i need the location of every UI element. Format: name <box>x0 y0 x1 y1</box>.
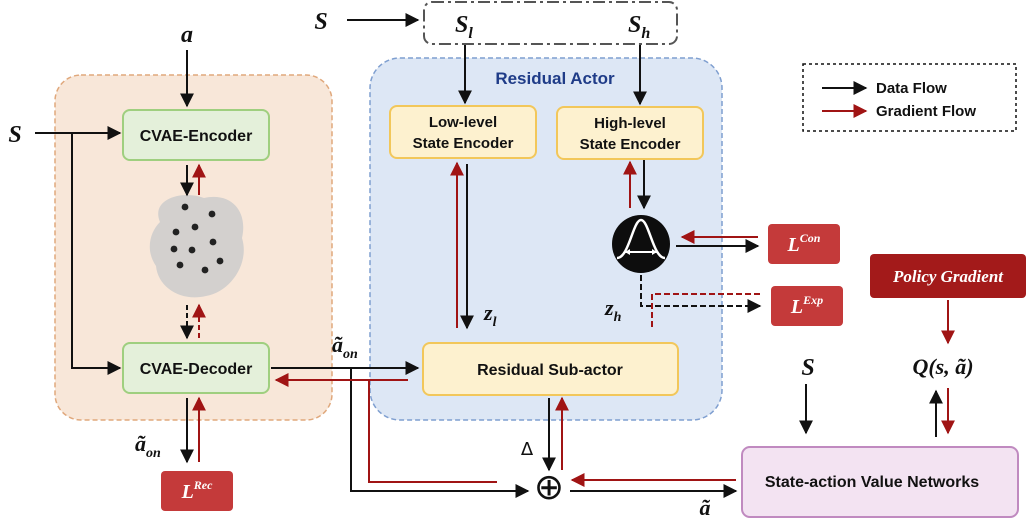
high-level-encoder-label-line1: High-level <box>594 115 666 132</box>
value-networks-label: State-action Value Networks <box>765 474 979 491</box>
a-tilde-on-top-label: ãon <box>332 332 358 362</box>
gradient-flow-arrows <box>192 160 955 487</box>
gaussian-distribution-icon <box>612 215 670 273</box>
q-value-label: Q(s, ã) <box>912 354 973 379</box>
z-low-label: zl <box>483 300 497 330</box>
a-tilde-on-bottom-label: ãon <box>135 431 161 461</box>
cvae-decoder-box <box>122 342 270 394</box>
loss-con-label: LCon <box>787 231 821 256</box>
legend-data-flow-label: Data Flow <box>876 80 947 97</box>
z-high-label: zh <box>604 295 622 325</box>
loss-rec-label: LRec <box>181 478 214 503</box>
state-low-label: Sl <box>455 12 473 42</box>
value-networks-box <box>741 446 1019 518</box>
sum-operator-icon: ⊕ <box>534 467 564 508</box>
loss-rec-box <box>161 471 233 511</box>
low-level-encoder-label-line2: State Encoder <box>413 135 514 152</box>
cvae-encoder-label: CVAE-Encoder <box>140 128 253 145</box>
high-level-encoder-box <box>556 106 704 160</box>
cvae-encoder-box <box>122 109 270 161</box>
policy-gradient-label: Policy Gradient <box>892 267 1004 286</box>
a-tilde-final-label: ã <box>700 495 711 520</box>
input-s-left-label: S <box>8 122 21 148</box>
legend-gradient-flow-label: Gradient Flow <box>876 103 976 120</box>
state-high-label: Sh <box>628 12 650 42</box>
policy-gradient-box <box>870 254 1026 298</box>
cvae-decoder-label: CVAE-Decoder <box>140 361 253 378</box>
input-a-label: a <box>181 22 193 48</box>
input-s-right-label: S <box>801 355 814 381</box>
loss-exp-label: LExp <box>790 293 823 318</box>
state-split-box <box>423 1 678 45</box>
input-s-top-label: S <box>314 9 327 35</box>
loss-exp-box <box>771 286 843 326</box>
loss-con-box <box>768 224 840 264</box>
residual-sub-actor-box <box>422 342 679 396</box>
residual-actor-title: Residual Actor <box>495 69 615 88</box>
latent-space-blob <box>149 195 244 298</box>
data-flow-arrows <box>35 13 943 498</box>
residual-sub-actor-label: Residual Sub-actor <box>477 362 623 379</box>
delta-label: Δ <box>521 439 534 460</box>
legend-box <box>802 63 1017 132</box>
high-level-encoder-label-line2: State Encoder <box>580 136 681 153</box>
low-level-encoder-label-line1: Low-level <box>429 114 497 131</box>
low-level-encoder-box <box>389 105 537 159</box>
